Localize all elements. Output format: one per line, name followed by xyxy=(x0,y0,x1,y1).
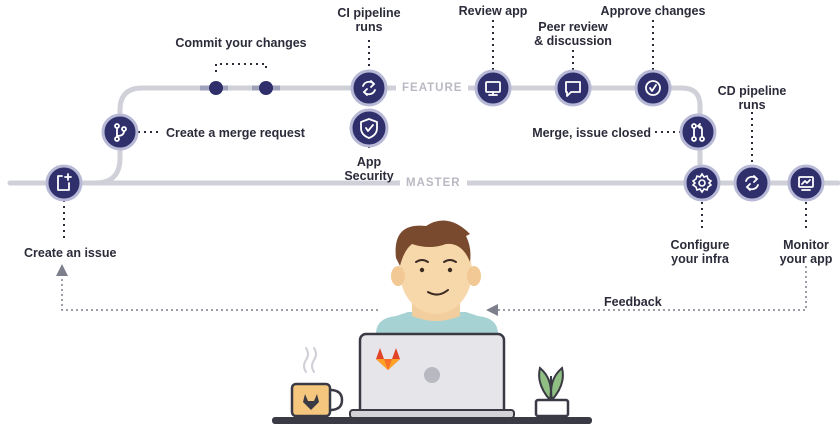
desk xyxy=(272,417,592,424)
peer-review-node[interactable] xyxy=(554,69,592,107)
merge-request-label: Create a merge request xyxy=(166,126,305,140)
dotted-connectors xyxy=(63,20,807,240)
check-circle-icon xyxy=(645,80,661,96)
branch-icon xyxy=(114,123,127,142)
gitlab-tanuki-logo xyxy=(376,348,400,370)
approve-changes-node[interactable] xyxy=(634,69,672,107)
configure-infra-label-line2: your infra xyxy=(671,252,729,266)
laptop xyxy=(349,332,515,419)
review-app-label: Review app xyxy=(458,4,528,18)
ci-pipeline-label-line1: CI pipeline xyxy=(337,6,401,20)
ci-pipeline-label-line2: runs xyxy=(355,20,383,34)
potted-plant-icon xyxy=(534,366,570,418)
monitor-app-label-line2: your app xyxy=(779,252,833,266)
create-issue-label: Create an issue xyxy=(24,246,117,260)
feature-branch-label: FEATURE xyxy=(396,81,469,95)
commit-dot xyxy=(209,81,223,95)
peer-review-label-line1: Peer review xyxy=(538,20,608,34)
app-security-label-line2: Security xyxy=(344,169,394,183)
ci-pipeline-label: CI pipeline runs xyxy=(337,6,400,34)
refresh-cycle-icon xyxy=(745,175,759,191)
monitor-icon xyxy=(485,81,501,96)
monitor-app-label: Monitor your app xyxy=(780,238,833,266)
monitor-app-node[interactable] xyxy=(787,164,825,202)
configure-infra-node[interactable] xyxy=(683,164,721,202)
commit-changes-label: Commit your changes xyxy=(175,36,307,50)
speech-bubble-icon xyxy=(565,81,581,97)
master-branch-label: MASTER xyxy=(400,176,467,190)
shield-check-icon xyxy=(360,118,378,139)
create-issue-node[interactable] xyxy=(45,164,83,202)
feedback-label: Feedback xyxy=(604,295,662,309)
app-security-node[interactable] xyxy=(349,108,389,148)
monitor-app-label-line1: Monitor xyxy=(783,238,829,252)
feedback-loop xyxy=(56,264,807,316)
refresh-cycle-icon xyxy=(362,80,376,96)
app-security-label: App Security xyxy=(344,155,393,183)
ci-pipeline-node[interactable] xyxy=(350,69,388,107)
merge-request-node[interactable] xyxy=(101,113,139,151)
merge-closed-label: Merge, issue closed xyxy=(532,126,651,140)
peer-review-label-line2: & discussion xyxy=(534,34,612,48)
configure-infra-label-line1: Configure xyxy=(670,238,730,252)
cd-pipeline-node[interactable] xyxy=(733,164,771,202)
developer-illustration xyxy=(376,220,498,334)
configure-infra-label: Configure your infra xyxy=(670,238,729,266)
coffee-mug-icon xyxy=(290,347,344,418)
review-app-node[interactable] xyxy=(474,69,512,107)
cd-pipeline-label: CD pipeline runs xyxy=(718,84,787,112)
commit-dot xyxy=(259,81,273,95)
gear-icon xyxy=(691,172,713,194)
cd-pipeline-label-line1: CD pipeline xyxy=(717,84,787,98)
cd-pipeline-label-line2: runs xyxy=(738,98,766,112)
merge-closed-node[interactable] xyxy=(679,113,717,151)
app-security-label-line1: App xyxy=(356,155,382,169)
add-issue-icon xyxy=(57,173,72,191)
monitor-chart-icon xyxy=(798,176,814,191)
approve-changes-label: Approve changes xyxy=(600,4,706,18)
peer-review-label: Peer review & discussion xyxy=(534,20,612,48)
merge-icon xyxy=(691,123,705,142)
